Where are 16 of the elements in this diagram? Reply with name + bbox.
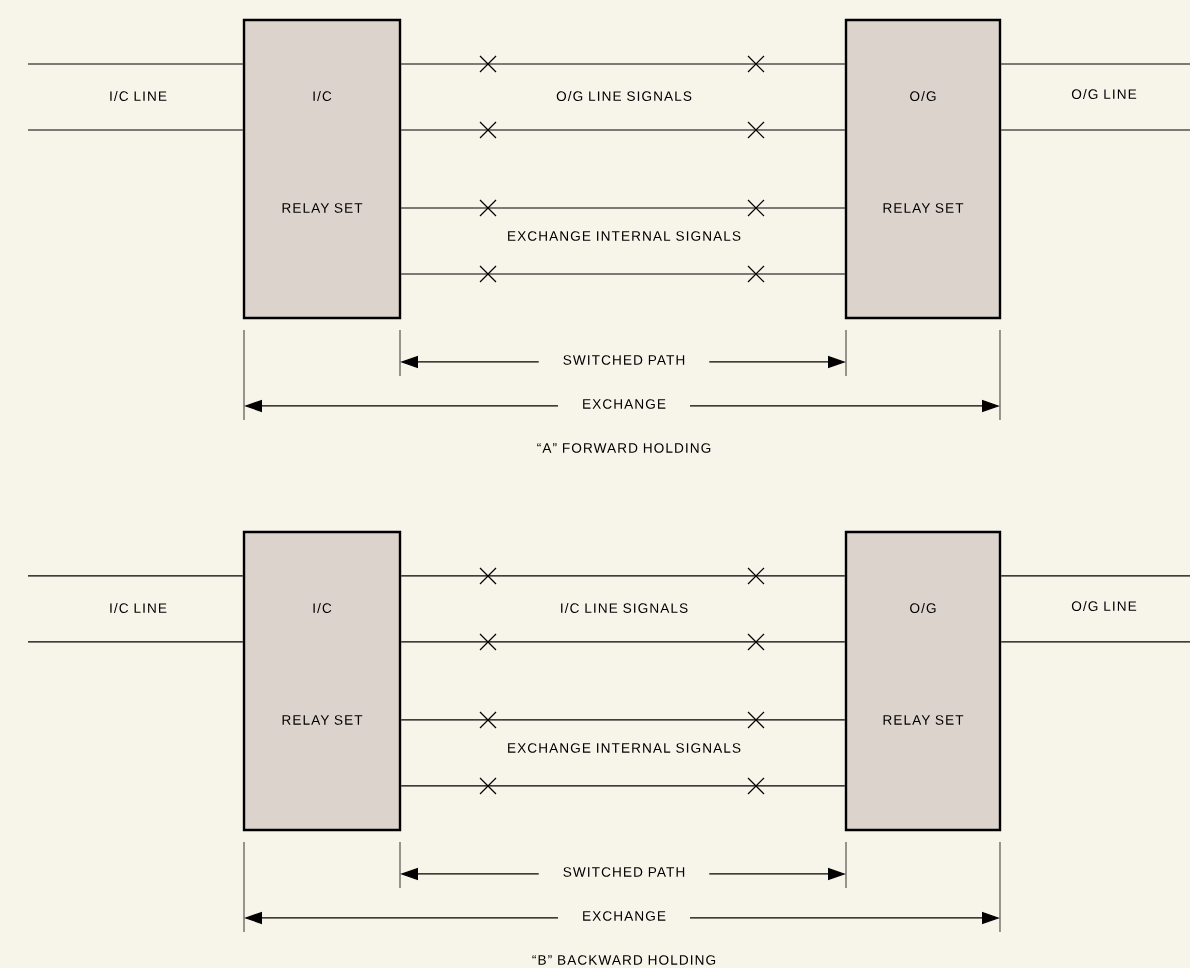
line: [400, 575, 846, 577]
line: [1000, 641, 1190, 643]
line: [27, 63, 244, 65]
line: [400, 207, 846, 209]
line: [1000, 129, 1190, 131]
line: [400, 785, 846, 787]
line: [400, 129, 846, 131]
line: [1000, 575, 1190, 577]
line: [400, 719, 846, 721]
line: [27, 575, 244, 577]
line: [400, 641, 846, 643]
line: [27, 641, 244, 643]
line: [1000, 63, 1190, 65]
line: [400, 273, 846, 275]
line: [400, 63, 846, 65]
line: [27, 129, 244, 131]
